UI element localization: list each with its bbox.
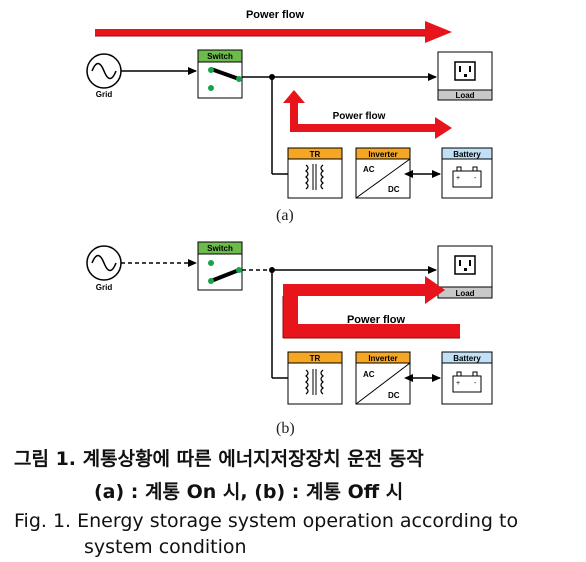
switch-label: Switch bbox=[207, 52, 233, 61]
power-flow-arrow bbox=[282, 276, 460, 339]
inverter-dc-label: DC bbox=[388, 185, 400, 194]
subfigure-label-b: (b) bbox=[276, 420, 295, 437]
inverter-label: Inverter bbox=[368, 354, 397, 363]
caption-korean-line2: (a) : 계통 On 시, (b) : 계통 Off 시 bbox=[94, 481, 404, 503]
battery-plus-label: + bbox=[456, 380, 460, 387]
grid-label: Grid bbox=[96, 283, 113, 292]
load-block bbox=[437, 51, 493, 101]
diagram-a: Power flow Grid Switch bbox=[86, 9, 493, 199]
inverter-dc-label: DC bbox=[388, 391, 400, 400]
power-flow-arrow-inner bbox=[283, 90, 452, 139]
diagram-b: Grid Switch Load bbox=[86, 241, 493, 405]
power-flow-label-inner: Power flow bbox=[333, 111, 386, 122]
battery-label: Battery bbox=[453, 354, 481, 363]
inverter-block bbox=[355, 351, 411, 405]
inverter-block bbox=[355, 147, 411, 199]
caption-english-line1: Fig. 1. Energy storage system operation … bbox=[14, 510, 519, 532]
switch-block bbox=[197, 49, 243, 99]
inverter-label: Inverter bbox=[368, 150, 397, 159]
battery-block bbox=[441, 351, 493, 405]
grid-icon bbox=[86, 245, 122, 281]
load-label: Load bbox=[455, 289, 474, 298]
transformer-block bbox=[287, 351, 343, 405]
load-block bbox=[437, 245, 493, 299]
inverter-ac-label: AC bbox=[363, 165, 375, 174]
switch-label: Switch bbox=[207, 244, 233, 253]
caption-english-line2: system condition bbox=[84, 536, 247, 558]
load-label: Load bbox=[455, 91, 474, 100]
grid-icon bbox=[86, 53, 122, 89]
power-flow-label: Power flow bbox=[347, 314, 406, 326]
battery-block bbox=[441, 147, 493, 199]
transformer-block bbox=[287, 147, 343, 199]
tr-label: TR bbox=[310, 150, 321, 159]
battery-plus-label: + bbox=[456, 175, 460, 182]
battery-label: Battery bbox=[453, 150, 481, 159]
tr-label: TR bbox=[310, 354, 321, 363]
battery-minus-label: - bbox=[474, 175, 477, 182]
caption-korean-line1: 그림 1. 계통상황에 따른 에너지저장장치 운전 동작 bbox=[14, 448, 424, 470]
grid-label: Grid bbox=[96, 90, 113, 99]
switch-block bbox=[197, 241, 243, 291]
power-flow-arrow-top bbox=[95, 21, 452, 43]
power-flow-label-top: Power flow bbox=[246, 9, 305, 21]
subfigure-label-a: (a) bbox=[276, 207, 294, 224]
inverter-ac-label: AC bbox=[363, 370, 375, 379]
battery-minus-label: - bbox=[474, 380, 477, 387]
